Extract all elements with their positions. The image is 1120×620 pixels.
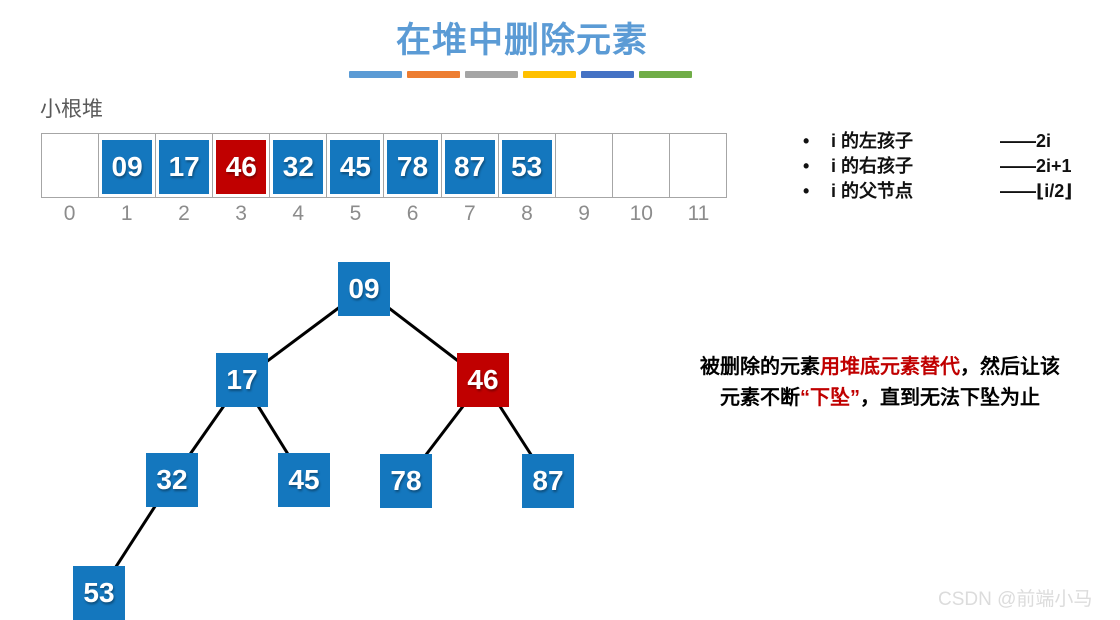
heap-type-label: 小根堆 <box>40 98 103 121</box>
watermark: CSDN @前端小马 <box>938 589 1093 610</box>
formula-label: i 的父节点 <box>831 181 914 201</box>
formula-list: • i 的左孩子 ——2i • i 的右孩子 ——2i+1 • i 的父节点 —… <box>803 129 1072 204</box>
array-cell <box>611 134 669 197</box>
array-cell: 87 <box>440 134 498 197</box>
note-text: 被删除的元素用堆底元素替代，然后让该 元素不断“下坠”，直到无法下坠为止 <box>690 352 1070 414</box>
note-segment: 被删除的元素 <box>700 356 820 378</box>
array-index-label: 1 <box>120 202 133 225</box>
tree-node-46: 46 <box>457 353 509 407</box>
tree-node-09: 09 <box>338 262 390 316</box>
array-index-label: 4 <box>292 202 305 225</box>
array-index-label: 11 <box>687 202 710 225</box>
array-value-box: 46 <box>216 140 267 194</box>
decor-dashes <box>349 71 692 78</box>
tree-node-17: 17 <box>216 353 268 407</box>
array-cell: 09 <box>98 134 155 197</box>
array-cell: 46 <box>212 134 269 197</box>
tree-node-78: 78 <box>380 454 432 508</box>
array-value-box: 32 <box>273 140 324 194</box>
array-cell <box>554 134 612 197</box>
array-index-label: 10 <box>629 202 653 225</box>
array-cell: 17 <box>155 134 212 197</box>
array-index-label: 3 <box>235 202 247 225</box>
page-title: 在堆中删除元素 <box>395 21 648 60</box>
note-segment: “下坠” <box>800 387 860 409</box>
decor-dash <box>523 71 576 78</box>
array-index-label: 5 <box>349 202 362 225</box>
array-cell: 78 <box>383 134 440 197</box>
array-value-box: 45 <box>330 140 381 194</box>
array-index-label: 6 <box>406 202 419 225</box>
formula-value: ——2i <box>1000 131 1052 151</box>
formula-item: • i 的父节点 ——⌊i/2⌋ <box>803 179 1072 204</box>
array-value-box: 53 <box>501 140 552 194</box>
array-value-box: 87 <box>444 140 495 194</box>
array-index-label: 9 <box>578 202 590 225</box>
array-index-row: 0 1 2 3 4 5 6 7 8 9 10 11 <box>41 202 727 226</box>
array-cell: 32 <box>269 134 326 197</box>
note-segment: 用堆底元素替代 <box>820 356 960 378</box>
decor-dash <box>581 71 634 78</box>
array-index-label: 0 <box>63 202 76 225</box>
tree-node-53: 53 <box>73 566 125 620</box>
array-index-label: 8 <box>521 202 533 225</box>
tree-node-45: 45 <box>278 453 330 507</box>
bullet-icon: • <box>803 181 810 201</box>
formula-value: ——⌊i/2⌋ <box>1000 181 1073 201</box>
array-value-box: 09 <box>102 140 153 194</box>
note-line1: 被删除的元素用堆底元素替代，然后让该 <box>690 352 1070 383</box>
bullet-icon: • <box>803 156 810 176</box>
decor-dash <box>349 71 402 78</box>
note-line2: 元素不断“下坠”，直到无法下坠为止 <box>690 383 1070 414</box>
tree-node-87: 87 <box>522 454 574 508</box>
formula-value: ——2i+1 <box>1000 156 1072 176</box>
array-index-label: 7 <box>463 202 476 225</box>
array-value-box: 78 <box>387 140 438 194</box>
note-segment: ，直到无法下坠为止 <box>860 387 1040 409</box>
formula-item: • i 的左孩子 ——2i <box>803 129 1072 154</box>
formula-item: • i 的右孩子 ——2i+1 <box>803 154 1072 179</box>
decor-dash <box>407 71 460 78</box>
array-index-label: 2 <box>178 202 190 225</box>
array-value-box: 17 <box>159 140 210 194</box>
array-cell: 53 <box>497 134 555 197</box>
note-segment: ，然后让该 <box>960 356 1060 378</box>
decor-dash <box>465 71 518 78</box>
bullet-icon: • <box>803 131 810 151</box>
decor-dash <box>639 71 692 78</box>
array-cell <box>668 134 726 197</box>
note-segment: 元素不断 <box>720 387 800 409</box>
formula-label: i 的左孩子 <box>831 131 914 151</box>
formula-label: i 的右孩子 <box>831 156 914 176</box>
array-cell: 45 <box>326 134 383 197</box>
tree-node-32: 32 <box>146 453 198 507</box>
